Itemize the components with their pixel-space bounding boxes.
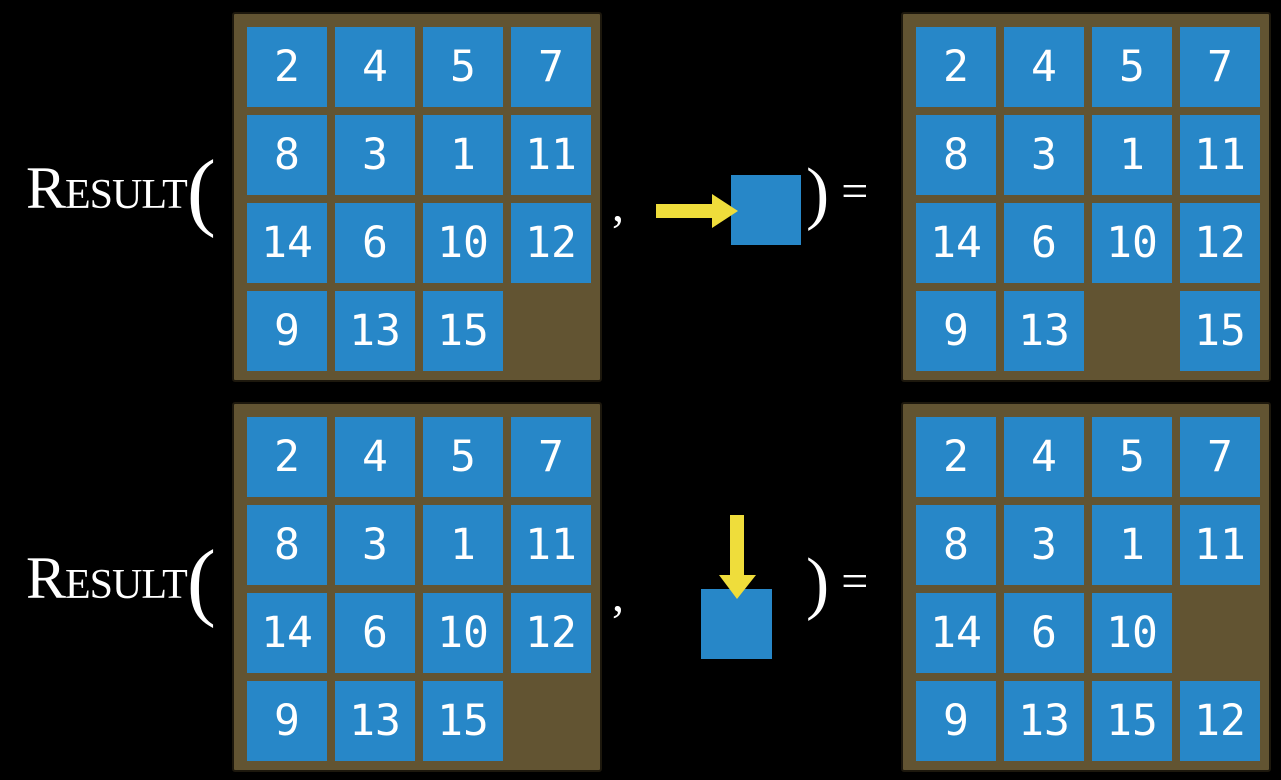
puzzle-tile-3: 3 xyxy=(1004,115,1084,195)
puzzle-tile-9: 9 xyxy=(916,291,996,371)
puzzle-tile-10: 10 xyxy=(1092,203,1172,283)
puzzle-tile-11: 11 xyxy=(1180,505,1260,585)
result-function-label: Result( xyxy=(26,536,216,623)
puzzle-tile-11: 11 xyxy=(511,115,591,195)
action-tile xyxy=(731,175,801,245)
puzzle-tile-14: 14 xyxy=(247,593,327,673)
puzzle-tile-13: 13 xyxy=(1004,681,1084,761)
puzzle-tile-8: 8 xyxy=(916,505,996,585)
function-name: Result xyxy=(26,545,188,611)
puzzle-tile-7: 7 xyxy=(511,417,591,497)
puzzle-tile-1: 1 xyxy=(1092,505,1172,585)
puzzle-tile-14: 14 xyxy=(916,203,996,283)
puzzle-tile-15: 15 xyxy=(423,291,503,371)
puzzle-tile-12: 12 xyxy=(1180,681,1260,761)
puzzle-tile-3: 3 xyxy=(335,115,415,195)
puzzle-tile-8: 8 xyxy=(247,115,327,195)
puzzle-tile-6: 6 xyxy=(335,593,415,673)
puzzle-tile-6: 6 xyxy=(1004,203,1084,283)
equals-sign: = xyxy=(841,555,869,608)
arrow-down-icon xyxy=(719,515,756,599)
puzzle-tile-14: 14 xyxy=(247,203,327,283)
action-tile xyxy=(701,589,772,659)
puzzle-tile-1: 1 xyxy=(423,505,503,585)
puzzle-tile-9: 9 xyxy=(916,681,996,761)
puzzle-tile-3: 3 xyxy=(1004,505,1084,585)
close-paren: ) xyxy=(806,155,830,233)
puzzle-tile-5: 5 xyxy=(423,27,503,107)
puzzle-tile-1: 1 xyxy=(423,115,503,195)
puzzle-tile-5: 5 xyxy=(423,417,503,497)
close-paren-equals: )= xyxy=(806,549,869,619)
result-function-label: Result( xyxy=(26,146,216,233)
empty-cell xyxy=(511,291,591,371)
puzzle-tile-8: 8 xyxy=(916,115,996,195)
puzzle-tile-10: 10 xyxy=(423,203,503,283)
puzzle-tile-3: 3 xyxy=(335,505,415,585)
puzzle-tile-2: 2 xyxy=(247,27,327,107)
puzzle-tile-15: 15 xyxy=(1092,681,1172,761)
close-paren-equals: )= xyxy=(806,159,869,229)
comma-separator: , xyxy=(612,569,624,622)
puzzle-tile-1: 1 xyxy=(1092,115,1172,195)
puzzle-tile-5: 5 xyxy=(1092,417,1172,497)
open-paren: ( xyxy=(186,531,216,629)
puzzle-tile-12: 12 xyxy=(511,203,591,283)
puzzle-tile-13: 13 xyxy=(1004,291,1084,371)
comma-separator: , xyxy=(612,179,624,232)
close-paren: ) xyxy=(806,545,830,623)
puzzle-tile-4: 4 xyxy=(1004,417,1084,497)
puzzle-tile-9: 9 xyxy=(247,291,327,371)
puzzle-tile-6: 6 xyxy=(1004,593,1084,673)
puzzle-tile-7: 7 xyxy=(1180,417,1260,497)
puzzle-tile-4: 4 xyxy=(1004,27,1084,107)
puzzle-tile-12: 12 xyxy=(1180,203,1260,283)
puzzle-tile-7: 7 xyxy=(1180,27,1260,107)
puzzle-tile-13: 13 xyxy=(335,681,415,761)
puzzle-tile-12: 12 xyxy=(511,593,591,673)
empty-cell xyxy=(1092,291,1172,371)
puzzle-tile-15: 15 xyxy=(423,681,503,761)
puzzle-tile-10: 10 xyxy=(1092,593,1172,673)
puzzle-tile-4: 4 xyxy=(335,27,415,107)
puzzle-tile-2: 2 xyxy=(247,417,327,497)
open-paren: ( xyxy=(186,141,216,239)
puzzle-tile-8: 8 xyxy=(247,505,327,585)
empty-cell xyxy=(1180,593,1260,673)
puzzle-tile-14: 14 xyxy=(916,593,996,673)
puzzle-tile-11: 11 xyxy=(1180,115,1260,195)
puzzle-tile-6: 6 xyxy=(335,203,415,283)
puzzle-tile-10: 10 xyxy=(423,593,503,673)
puzzle-tile-2: 2 xyxy=(916,27,996,107)
puzzle-tile-7: 7 xyxy=(511,27,591,107)
puzzle-tile-15: 15 xyxy=(1180,291,1260,371)
puzzle-tile-9: 9 xyxy=(247,681,327,761)
puzzle-tile-5: 5 xyxy=(1092,27,1172,107)
arrow-right-icon xyxy=(656,194,738,228)
puzzle-tile-13: 13 xyxy=(335,291,415,371)
equals-sign: = xyxy=(841,165,869,218)
puzzle-tile-4: 4 xyxy=(335,417,415,497)
puzzle-tile-2: 2 xyxy=(916,417,996,497)
puzzle-tile-11: 11 xyxy=(511,505,591,585)
empty-cell xyxy=(511,681,591,761)
function-name: Result xyxy=(26,155,188,221)
